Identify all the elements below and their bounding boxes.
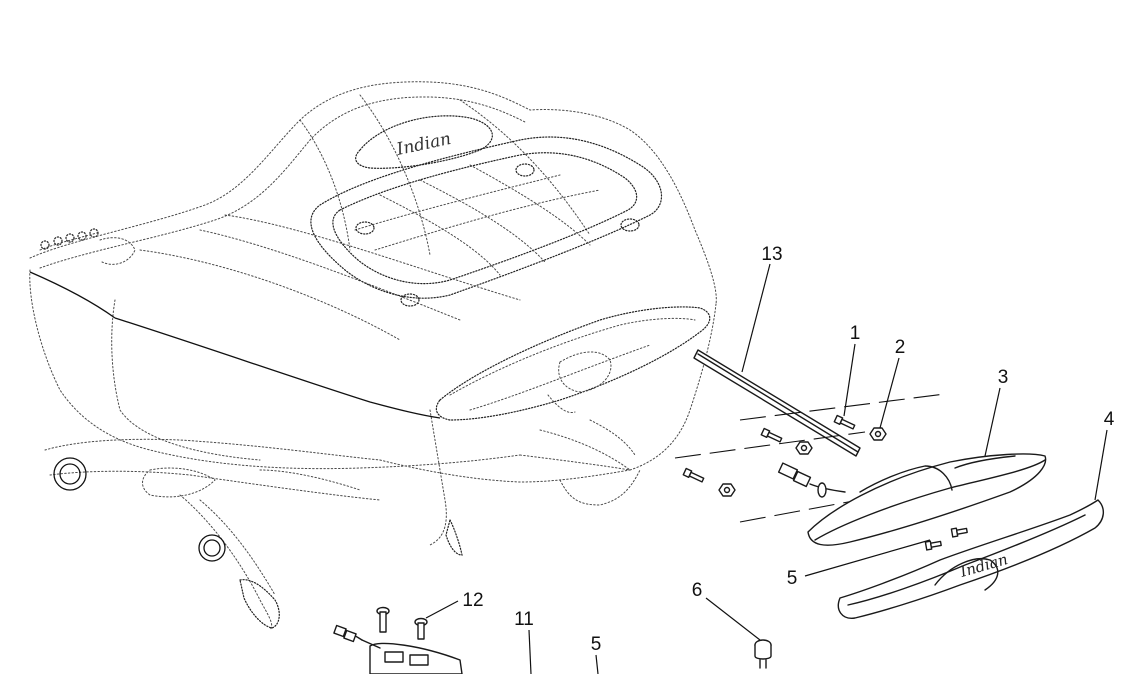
- part-1-screws: [682, 414, 856, 483]
- callout-4: 4: [1104, 409, 1115, 430]
- part-6-plug: [754, 639, 772, 669]
- callout-labels: 13 1 2 3 4 5 6 12 11 5: [462, 244, 1114, 655]
- callout-2: 2: [895, 337, 906, 358]
- callout-5-lower: 5: [591, 634, 602, 655]
- part-2-nuts: [718, 427, 887, 497]
- callout-1: 1: [850, 323, 861, 344]
- wire-connector: [777, 462, 846, 498]
- leader-lines: [425, 263, 1108, 674]
- callout-13: 13: [761, 244, 782, 265]
- mounting-frame: [44, 419, 641, 631]
- callout-6: 6: [692, 580, 703, 601]
- callout-3: 3: [998, 367, 1009, 388]
- callout-11: 11: [514, 609, 534, 630]
- callout-5-upper: 5: [787, 568, 798, 589]
- part-3-tail-light: [807, 453, 1047, 546]
- part-13-trim-strip: [693, 349, 861, 457]
- part-11-bracket: [333, 624, 463, 674]
- callout-12: 12: [462, 590, 483, 611]
- svg-text:Indian: Indian: [394, 129, 453, 160]
- part-12-bolts: [376, 606, 428, 640]
- trunk-assembly: Indian: [29, 81, 717, 546]
- part-4-bezel: Indian: [837, 499, 1104, 619]
